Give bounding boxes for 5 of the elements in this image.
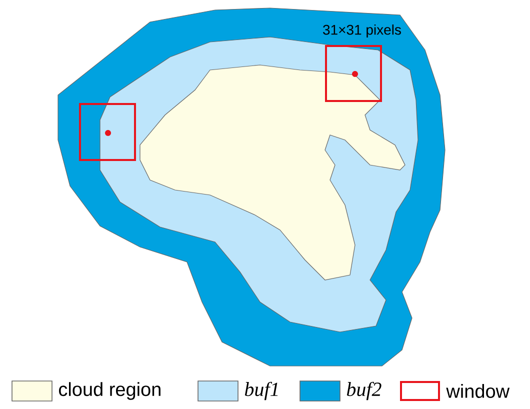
legend-label: buf1 xyxy=(244,382,278,400)
legend-label: cloud region xyxy=(59,382,160,400)
size-label: 31×31 pixels xyxy=(323,24,401,38)
legend-label: window xyxy=(446,384,510,398)
legend-label: buf2 xyxy=(346,382,382,400)
